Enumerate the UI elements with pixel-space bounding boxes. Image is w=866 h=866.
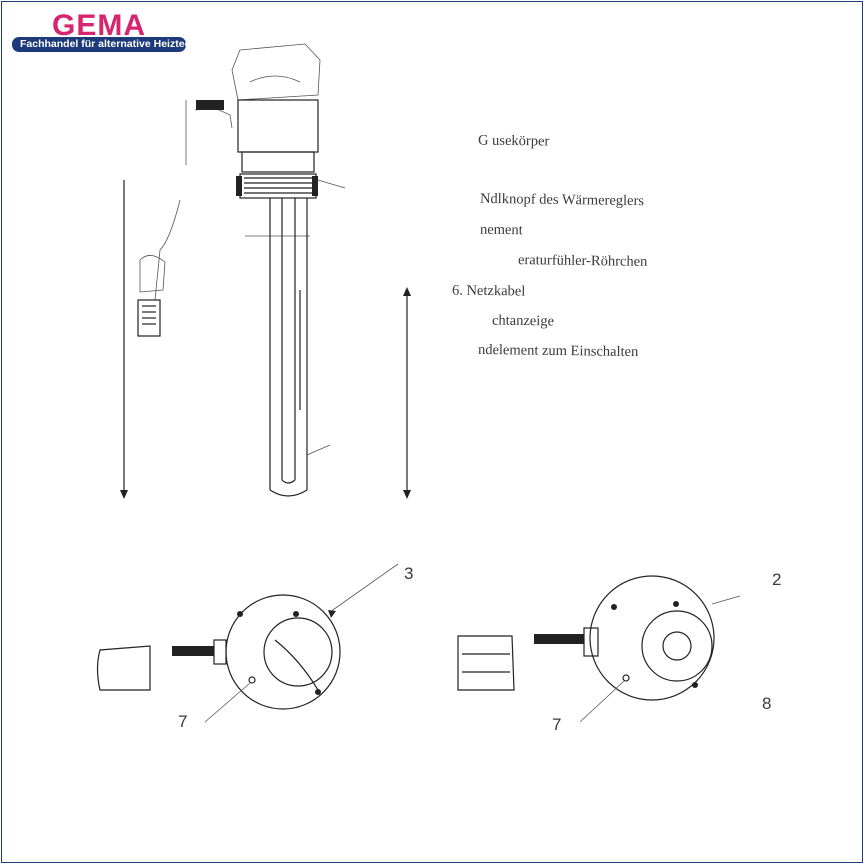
dial-ring bbox=[641, 610, 713, 682]
leader-line bbox=[204, 682, 251, 723]
screw bbox=[315, 689, 321, 695]
top-view-right bbox=[457, 575, 741, 723]
dim-arrow-bottom bbox=[403, 490, 411, 499]
cable bbox=[194, 107, 233, 129]
plug bbox=[137, 299, 161, 337]
screw bbox=[293, 611, 299, 617]
legend-item: G usekörper bbox=[477, 132, 550, 150]
knob-disc bbox=[263, 617, 333, 687]
callout-3: 3 bbox=[404, 564, 414, 583]
cap-outline bbox=[231, 43, 321, 101]
screw bbox=[611, 604, 617, 610]
thread-nut-left bbox=[236, 176, 242, 196]
thread-nut-right bbox=[312, 176, 318, 196]
housing-body bbox=[237, 99, 319, 153]
callout-7-left: 7 bbox=[178, 712, 188, 731]
dial-center bbox=[662, 631, 692, 661]
legend-item: nement bbox=[479, 221, 523, 239]
screw bbox=[237, 611, 243, 617]
legend-item: ndelement zum Einschalten bbox=[477, 341, 639, 361]
screw bbox=[692, 682, 698, 688]
leader-arrow bbox=[328, 610, 336, 618]
logo-brand: GEMA bbox=[52, 9, 146, 42]
leader-line bbox=[329, 563, 399, 613]
heater-side-view bbox=[120, 43, 411, 499]
screw bbox=[673, 601, 679, 607]
housing-lower bbox=[241, 151, 315, 173]
connector-block bbox=[213, 639, 227, 665]
housing-disc bbox=[225, 594, 341, 710]
legend-item: eraturfühler-Röhrchen bbox=[517, 252, 648, 270]
leader-line bbox=[306, 444, 331, 456]
element-loop-inner bbox=[281, 479, 296, 484]
gema-logo: GEMA Fachhandel für alternative Heiztech… bbox=[12, 9, 212, 54]
legend-item: chtanzeige bbox=[491, 312, 555, 330]
logo-banner bbox=[12, 37, 186, 52]
logo-tagline: Fachhandel für alternative Heiztechnik bbox=[20, 38, 212, 50]
legend-item: 6. Netzkabel bbox=[451, 282, 526, 300]
dim-arrow-top bbox=[403, 287, 411, 296]
cable-strain-relief bbox=[534, 634, 584, 644]
dim-arrow-left bbox=[120, 490, 128, 499]
leader-line bbox=[579, 680, 625, 723]
leader-line bbox=[711, 595, 741, 605]
callout-8: 8 bbox=[762, 694, 772, 713]
lamp bbox=[248, 676, 256, 684]
cap-detail bbox=[249, 75, 301, 83]
plug-body bbox=[457, 635, 515, 691]
lamp bbox=[622, 674, 630, 682]
callout-7-right: 7 bbox=[552, 715, 562, 734]
plug-body bbox=[96, 645, 151, 691]
plug-head bbox=[139, 255, 166, 293]
cable-line bbox=[154, 199, 181, 301]
cable-strain-relief bbox=[172, 646, 214, 656]
element-loop bbox=[269, 489, 308, 497]
housing-disc bbox=[589, 575, 715, 701]
knob-indicator bbox=[274, 639, 319, 691]
leader-line bbox=[317, 179, 346, 189]
legend-item: Ndlknopf des Wärmereglers bbox=[479, 190, 645, 210]
callout-2: 2 bbox=[772, 570, 782, 589]
top-view-left bbox=[96, 563, 399, 723]
cable-gland bbox=[196, 100, 224, 110]
